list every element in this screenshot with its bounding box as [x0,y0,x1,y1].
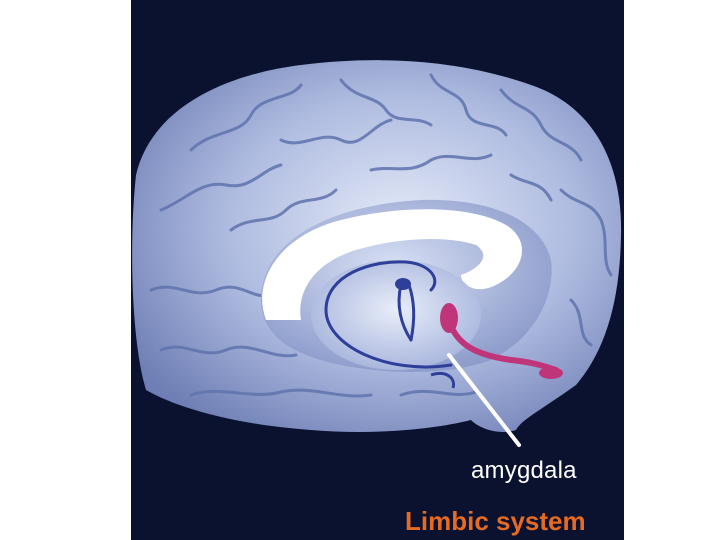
brain-illustration-panel: amygdala Limbic system [131,0,624,540]
figure-caption: Limbic system [405,506,586,537]
amygdala-label: amygdala [471,457,577,485]
mammillary-body [395,278,411,290]
